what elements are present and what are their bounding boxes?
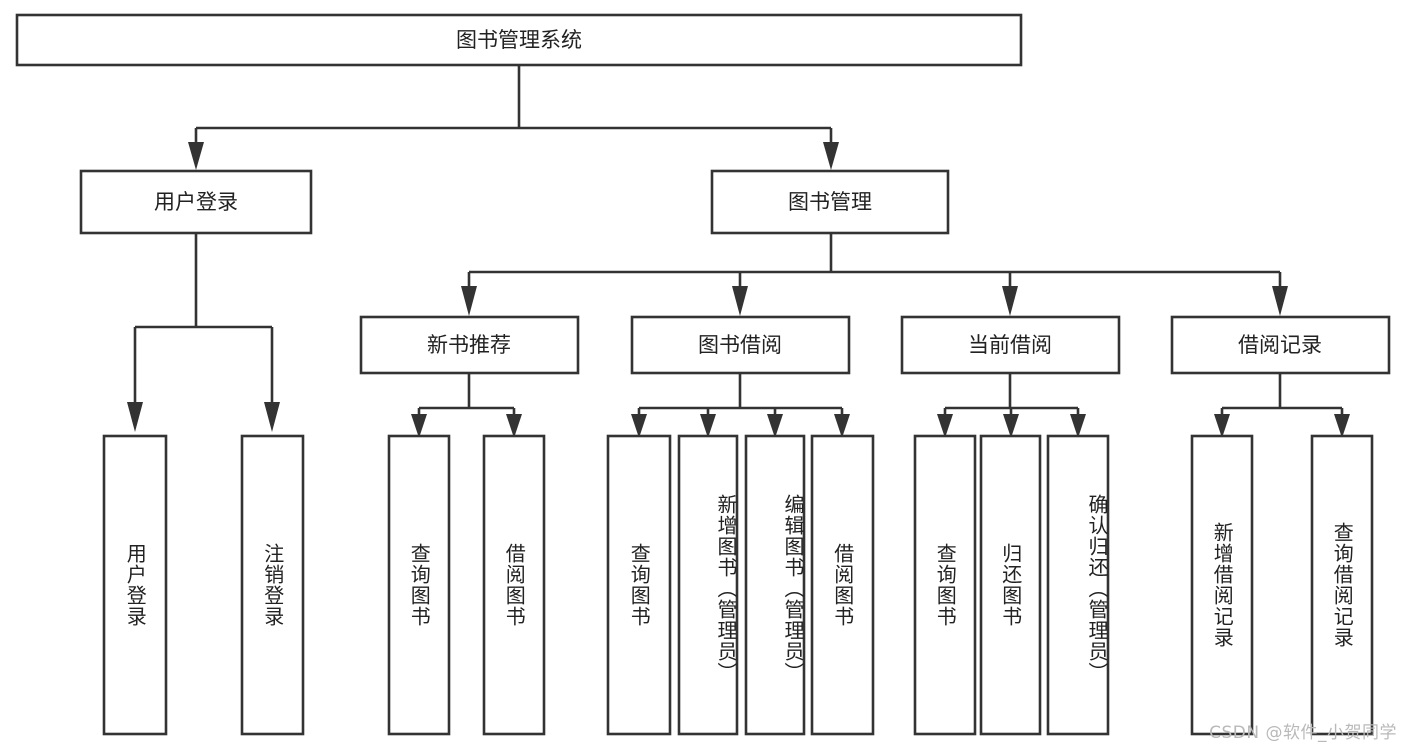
node-book-manage-label: 图书管理 xyxy=(788,190,872,214)
node-book-manage[interactable] xyxy=(710,169,950,235)
arrow-head-leaf-query-record xyxy=(1334,414,1350,438)
node-borrow-record[interactable] xyxy=(1170,315,1391,375)
node-leaf-borrow-book-1[interactable] xyxy=(482,434,546,736)
arrow-head-leaf-borrow-book-1 xyxy=(506,414,522,438)
node-leaf-confirm-return[interactable] xyxy=(1046,434,1110,736)
node-leaf-query-book-2[interactable] xyxy=(606,434,672,736)
arrow-head-leaf-logout-login xyxy=(264,402,280,432)
connector-layer xyxy=(127,65,1350,438)
arrow-head-leaf-edit-book xyxy=(767,414,783,438)
arrow-head-leaf-add-book xyxy=(700,414,716,438)
arrow-head-borrow-record xyxy=(1272,286,1288,316)
node-leaf-logout-login[interactable] xyxy=(240,434,305,736)
arrow-head-new-book-recommend xyxy=(461,286,477,316)
arrow-head-leaf-query-book-2 xyxy=(631,414,647,438)
node-root[interactable] xyxy=(15,13,1023,67)
node-leaf-edit-book[interactable] xyxy=(744,434,806,736)
arrow-head-leaf-confirm-return xyxy=(1070,414,1086,438)
node-borrow-record-label: 借阅记录 xyxy=(1238,333,1322,357)
node-book-borrow-label: 图书借阅 xyxy=(698,333,782,357)
csdn-watermark: CSDN @软件_小贺同学 xyxy=(1209,723,1397,743)
node-leaf-query-book-3[interactable] xyxy=(913,434,977,736)
arrow-head-book-manage xyxy=(823,142,839,170)
arrow-head-book-borrow xyxy=(732,286,748,316)
arrow-head-leaf-user-login xyxy=(127,402,143,432)
arrow-head-user-login xyxy=(188,142,204,170)
node-leaf-user-login[interactable] xyxy=(102,434,168,736)
arrow-head-leaf-add-record xyxy=(1214,414,1230,438)
node-book-borrow[interactable] xyxy=(630,315,851,375)
node-layer: 图书管理系统 用户登录 图书管理 新书推荐 图书借阅 当前借阅 借阅记录 xyxy=(15,13,1391,736)
node-current-borrow-label: 当前借阅 xyxy=(968,333,1052,357)
arrow-head-leaf-return-book xyxy=(1003,414,1019,438)
arrow-head-leaf-query-book-3 xyxy=(937,414,953,438)
node-leaf-return-book[interactable] xyxy=(979,434,1042,736)
node-root-label: 图书管理系统 xyxy=(456,28,582,52)
node-current-borrow[interactable] xyxy=(900,315,1121,375)
node-leaf-query-record[interactable] xyxy=(1310,434,1374,736)
node-leaf-add-book[interactable] xyxy=(677,434,739,736)
node-user-login-label: 用户登录 xyxy=(154,190,238,214)
node-leaf-add-record[interactable] xyxy=(1190,434,1254,736)
arrow-head-leaf-borrow-book-2 xyxy=(834,414,850,438)
node-new-book-recommend-label: 新书推荐 xyxy=(427,333,511,357)
arrow-head-current-borrow xyxy=(1002,286,1018,316)
arrow-head-leaf-query-book-1 xyxy=(411,414,427,438)
node-user-login[interactable] xyxy=(79,169,313,235)
node-new-book-recommend[interactable] xyxy=(359,315,580,375)
node-leaf-query-book-1[interactable] xyxy=(387,434,451,736)
node-leaf-borrow-book-2[interactable] xyxy=(810,434,875,736)
